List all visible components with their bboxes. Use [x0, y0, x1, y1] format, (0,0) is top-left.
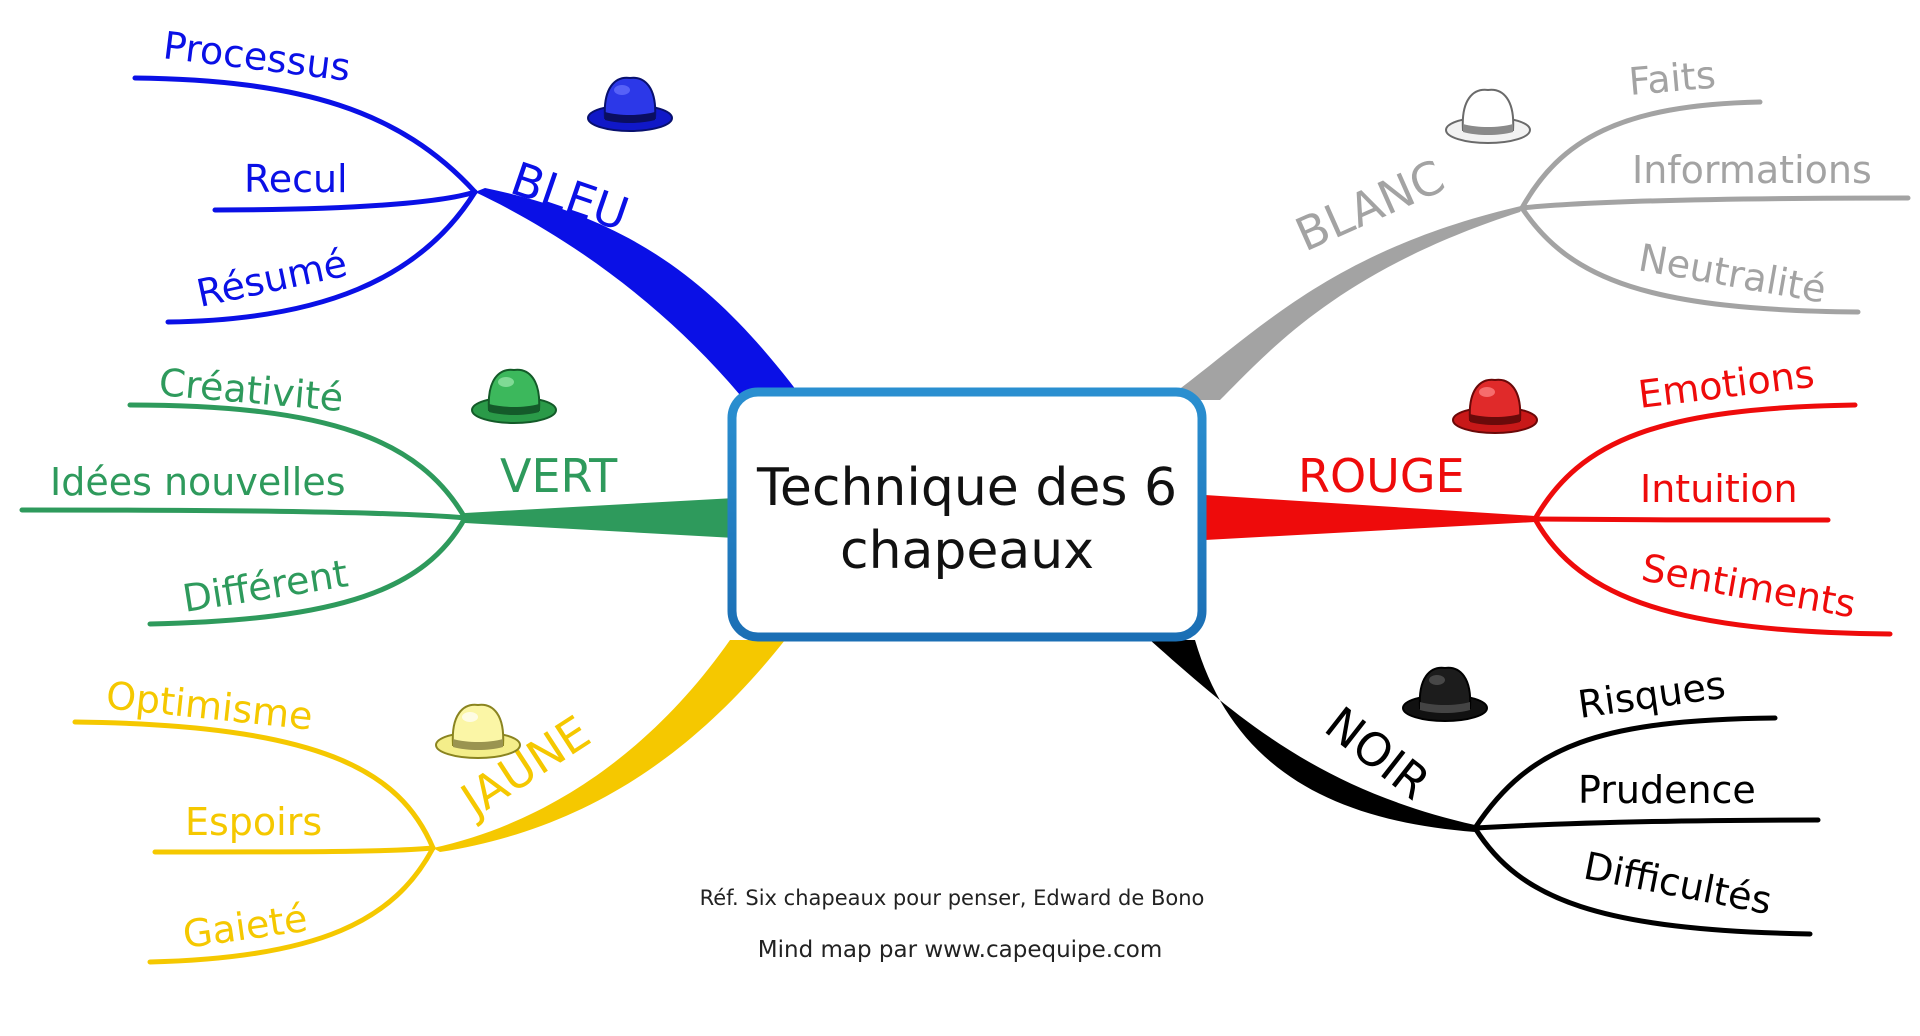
central-box	[727, 387, 1207, 642]
red-hat-icon	[1452, 378, 1538, 434]
leaf-difficultes: Difficultés	[1580, 844, 1775, 923]
branch-noir-trunk	[1150, 640, 1475, 832]
branch-jaune-trunk	[433, 640, 785, 852]
leaf-idees-nouvelles: Idées nouvelles	[50, 460, 346, 504]
leaf-neutralite: Neutralité	[1635, 236, 1829, 312]
branch-rouge: ROUGE Emotions Intuition Sentiments	[1205, 352, 1893, 637]
branch-noir: NOIR Risques Prudence Difficultés	[1150, 640, 1821, 937]
branch-jaune-twig-3	[147, 845, 436, 965]
branch-noir-twig-1	[1472, 715, 1778, 831]
leaf-informations: Informations	[1632, 148, 1872, 192]
leaf-resume: Résumé	[193, 241, 351, 316]
branch-blanc-twig-2	[1519, 195, 1911, 211]
branch-blanc-twig-3	[1519, 205, 1861, 315]
central-title-line2: chapeaux	[840, 521, 1094, 581]
branch-jaune-twig-2	[152, 845, 436, 855]
reference-credit: Réf. Six chapeaux pour penser, Edward de…	[700, 886, 1205, 910]
leaf-prudence: Prudence	[1578, 768, 1756, 812]
branch-vert-twig-2	[19, 507, 468, 521]
leaf-recul: Recul	[244, 157, 348, 201]
branch-vert-twig-3	[147, 515, 468, 627]
yellow-hat-icon	[435, 703, 521, 759]
black-hat-icon	[1402, 666, 1488, 722]
leaf-different: Différent	[180, 551, 351, 621]
branch-rouge-twig-2	[1532, 516, 1831, 523]
leaf-espoirs: Espoirs	[185, 800, 322, 844]
branch-bleu-twig-2	[212, 189, 478, 213]
branch-vert-label: VERT	[500, 449, 618, 503]
branch-bleu: BLEU Processus Recul Résumé	[132, 23, 800, 395]
leaf-faits: Faits	[1627, 53, 1717, 104]
branch-rouge-label: ROUGE	[1298, 449, 1465, 503]
branch-noir-twig-2	[1472, 817, 1821, 831]
branch-blanc-twig-1	[1519, 99, 1763, 211]
author-credit: Mind map par www.capequipe.com	[758, 937, 1162, 963]
blue-hat-icon	[587, 76, 673, 132]
branch-rouge-twig-3	[1532, 516, 1893, 637]
leaf-intuition: Intuition	[1640, 467, 1798, 511]
branch-bleu-trunk	[475, 188, 800, 395]
branch-bleu-twig-1	[132, 75, 478, 195]
white-hat-icon	[1445, 88, 1531, 144]
central-node: Technique des 6 chapeaux	[727, 387, 1207, 642]
branch-noir-twig-3	[1472, 825, 1813, 937]
green-hat-icon	[471, 368, 557, 424]
branch-vert-trunk	[465, 498, 735, 538]
leaf-risques: Risques	[1575, 663, 1728, 727]
branch-bleu-twig-3	[165, 189, 478, 325]
branch-rouge-trunk	[1205, 495, 1535, 540]
branch-blanc-trunk	[1165, 205, 1525, 400]
branch-rouge-twig-1	[1532, 402, 1858, 522]
leaf-creativite: Créativité	[157, 360, 345, 420]
branch-blanc: BLANC Faits Informations Neutralité	[1165, 53, 1911, 400]
branch-vert: VERT Créativité Idées nouvelles Différen…	[19, 360, 735, 627]
central-title-line1: Technique des 6	[756, 458, 1177, 518]
branch-jaune-twig-1	[72, 719, 436, 851]
branch-vert-twig-1	[127, 402, 468, 521]
branch-jaune: JAUNE Optimisme Espoirs Gaieté	[72, 640, 785, 965]
